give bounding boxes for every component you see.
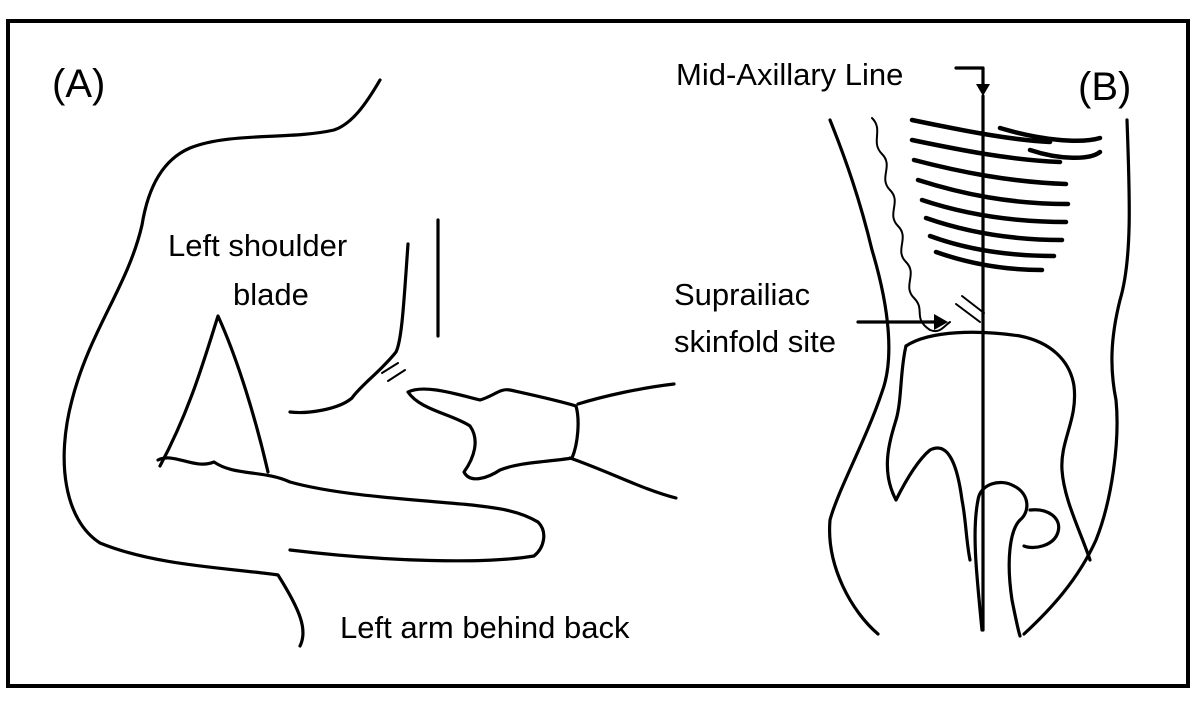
shoulder-blade-label-line2: blade: [233, 277, 309, 312]
panel-a-label: (A): [52, 62, 105, 106]
shoulder-blade-label-line1: Left shoulder: [168, 228, 347, 263]
body-right-contour: [1024, 120, 1129, 634]
pelvis-inner: [887, 346, 970, 560]
sleeve-outline: [570, 384, 676, 498]
panel-a: (A) Left shoulder blade Left arm behind …: [52, 62, 676, 646]
axillary-arrowhead: [976, 84, 990, 96]
suprailiac-site-marks: [956, 296, 984, 322]
mid-axillary-line-label: Mid-Axillary Line: [676, 57, 903, 92]
panel-b-label: (B): [1078, 65, 1131, 109]
femur-head: [978, 482, 1027, 636]
iliac-crest: [906, 332, 1090, 560]
arm-front-outline: [158, 458, 544, 561]
rib-cage: [912, 120, 1100, 270]
torso-outline: [64, 80, 380, 646]
hip-socket: [1024, 510, 1059, 548]
suprailiac-label-line1: Suprailiac: [674, 277, 810, 312]
back-contour: [290, 244, 408, 412]
body-left-contour: [830, 120, 889, 634]
suprailiac-arrowhead: [934, 314, 948, 330]
suprailiac-label-line2: skinfold site: [674, 324, 836, 359]
panel-b: (B) Mid-Axillary Line: [674, 57, 1131, 636]
femur-shaft: [975, 500, 982, 630]
shoulder-blade-outline: [160, 316, 268, 472]
arm-position-label: Left arm behind back: [340, 610, 630, 645]
pointing-hand: [408, 389, 578, 479]
axillary-arrow: [956, 68, 983, 86]
